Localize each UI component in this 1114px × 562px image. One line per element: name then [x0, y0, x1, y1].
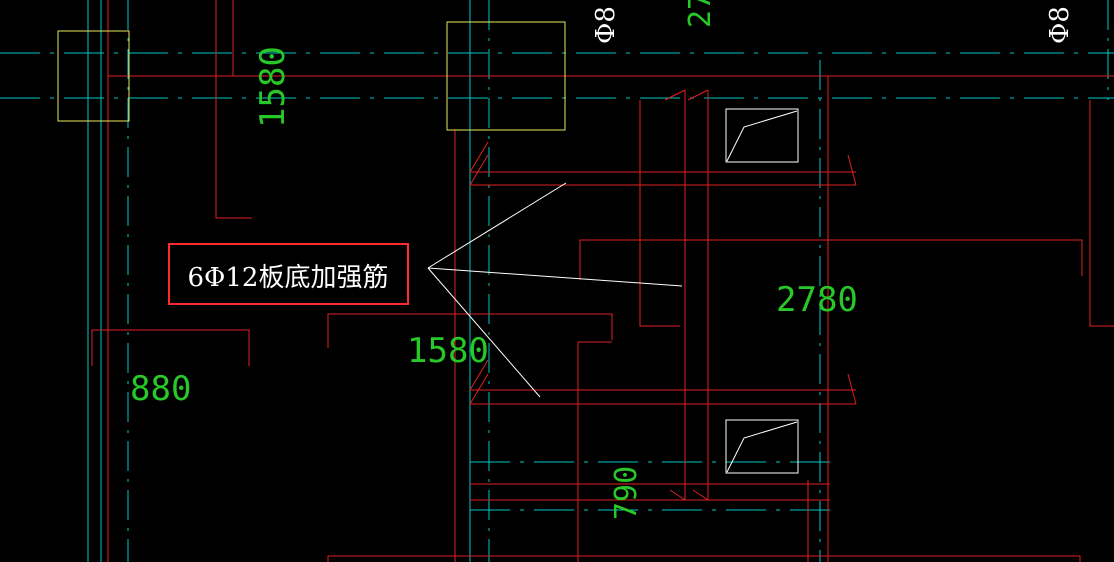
rebar-hook-5: [469, 359, 489, 391]
beam-line-6: [327, 313, 613, 348]
dimension-text-2: 1580: [407, 331, 489, 371]
rebar-hook-7: [664, 89, 686, 101]
leader-line-2: [427, 267, 683, 287]
rebar-hook-6: [847, 373, 857, 405]
beam-line-10: [639, 100, 680, 327]
dimension-text-4: 2780: [776, 280, 858, 320]
dimension-labels: 1580 1580 880 2780 790 27: [130, 0, 858, 520]
section-marker-bottom-line: [726, 421, 798, 473]
beam-line-9: [1089, 100, 1114, 327]
callout-text: 6Φ12板底加强筋: [188, 263, 389, 293]
rebar-hook-4: [469, 373, 489, 405]
beam-line-1: [215, 0, 252, 219]
dimension-text-1: 1580: [253, 46, 293, 128]
section-marker-bottom[interactable]: [725, 419, 799, 474]
rebar-symbol-2: Φ8: [1045, 6, 1075, 44]
beam-lines: [91, 0, 1114, 562]
section-marker-top[interactable]: [725, 108, 799, 163]
beam-line-7: [577, 341, 612, 562]
section-markers: [725, 108, 799, 474]
column-left[interactable]: [57, 30, 130, 122]
leader-line-3: [427, 267, 541, 398]
column-center[interactable]: [446, 21, 566, 131]
beam-line-8: [579, 239, 1083, 280]
callout-box[interactable]: [168, 243, 409, 305]
rebar-hook-3: [847, 154, 857, 186]
leader-line-1: [427, 182, 567, 269]
beam-line-4: [91, 329, 250, 366]
callout-leaders: [427, 182, 683, 398]
dimension-text-5: 790: [609, 466, 644, 520]
beam-line-13: [327, 555, 1081, 562]
section-marker-top-line: [726, 110, 798, 162]
columns: [57, 21, 566, 131]
rebar-symbol-1: Φ8: [591, 6, 621, 44]
rebar-symbols: Φ8 Φ8: [591, 6, 1075, 44]
dimension-text-3: 880: [130, 369, 191, 409]
rebar-hook-8: [687, 89, 709, 101]
rebar-hook-10: [692, 489, 709, 501]
rebar-hook-1: [469, 154, 489, 186]
rebar-hook-9: [669, 489, 686, 501]
dimension-text-6: 27: [683, 0, 718, 28]
rebar-hook-2: [469, 141, 489, 173]
